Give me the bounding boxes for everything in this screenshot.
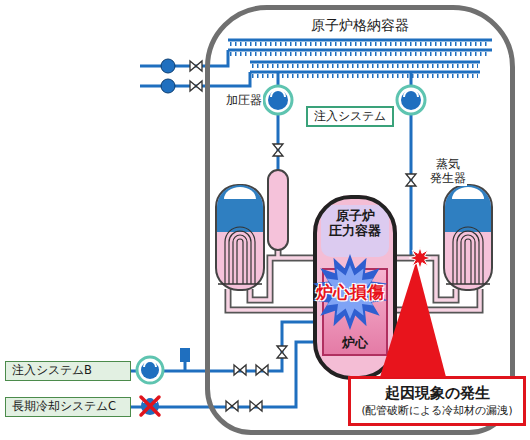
steam-generator xyxy=(445,185,491,232)
failure-cross xyxy=(141,397,159,415)
steam-generator-tubes xyxy=(457,231,479,284)
failure-cross xyxy=(141,397,159,415)
reactor-vessel-body xyxy=(313,195,397,380)
valve-symbol xyxy=(190,61,416,411)
core-damage-burst xyxy=(313,254,387,330)
top-pump xyxy=(268,90,288,110)
injection-pump xyxy=(141,397,159,415)
long-term-cooling-box: 長期冷却システムC xyxy=(5,397,131,417)
valve-symbol xyxy=(190,81,202,91)
node-title: 注入システムB xyxy=(12,363,92,377)
steam-generator xyxy=(224,187,256,199)
component-label: 蒸気 発生器 xyxy=(429,158,467,186)
coolant-injection-pipe xyxy=(131,342,313,407)
node-title: 原子炉格納容器 xyxy=(311,17,409,33)
injection-pump xyxy=(137,357,163,383)
node-title: 起因現象の発生 xyxy=(385,383,490,403)
steam-generator xyxy=(452,187,484,199)
valve-symbol xyxy=(234,365,246,375)
valve-symbol xyxy=(277,346,287,358)
top-pump xyxy=(404,90,418,97)
reactor-core: 炉心 xyxy=(322,268,388,356)
injection-valve-box xyxy=(180,348,190,362)
containment-vessel: 原子炉格納容器注入システム原子炉 圧力容器炉心 xyxy=(205,5,515,435)
steam-generator-tubes xyxy=(461,235,475,284)
spray-header xyxy=(140,50,250,86)
valve-symbol xyxy=(273,144,283,156)
component-label: 加圧器 xyxy=(225,92,263,109)
valve-symbol xyxy=(226,401,238,411)
injection-branch-pipe xyxy=(184,362,187,370)
injection-system-box: 注入システム xyxy=(306,106,394,127)
steam-generator xyxy=(217,185,263,232)
top-pump xyxy=(397,86,425,114)
node-title: 炉心 xyxy=(342,335,368,351)
steam-generator-tubes xyxy=(229,231,251,284)
reactor-vessel-body xyxy=(321,205,389,257)
outside-pump xyxy=(161,59,175,73)
node-title: 注入システム xyxy=(314,109,386,123)
injection-pump xyxy=(144,361,156,367)
reactor-vessel-body xyxy=(313,195,397,380)
steam-generator xyxy=(444,185,492,290)
steam-generator-tubes xyxy=(453,227,483,284)
top-pump xyxy=(401,90,421,110)
top-pump xyxy=(264,86,292,114)
steam-generator-tubes xyxy=(465,239,471,284)
steam-generator-tubes xyxy=(237,239,243,284)
damage-label: 炉心損傷 xyxy=(316,281,384,304)
steam-generator xyxy=(216,185,264,290)
leak-pointer xyxy=(380,262,446,377)
injection-pump xyxy=(141,361,159,379)
steam-generator-tubes xyxy=(233,235,247,284)
spray-nozzles xyxy=(230,44,490,76)
outside-pump xyxy=(161,79,175,93)
top-pump xyxy=(271,90,285,97)
valve-symbol xyxy=(256,365,268,375)
spray-nozzles xyxy=(230,44,490,76)
vessel-outline xyxy=(315,197,395,378)
injection-system-b-box: 注入システムB xyxy=(5,361,131,381)
node-title: 長期冷却システムC xyxy=(12,399,116,413)
initiating-event-callout: 起因現象の発生(配管破断による冷却材の漏洩) xyxy=(348,376,526,426)
pressurizer xyxy=(268,170,288,250)
valve-symbol xyxy=(406,174,416,186)
valve-symbol xyxy=(190,61,202,71)
pipe-break-mark xyxy=(409,247,431,269)
injection-pump xyxy=(137,357,163,415)
steam-generator-tubes xyxy=(225,227,255,284)
node-note: (配管破断による冷却材の漏洩) xyxy=(361,403,512,417)
injection-pump xyxy=(144,397,156,403)
coolant-injection-pipe xyxy=(131,322,313,371)
node-title: 原子炉 圧力容器 xyxy=(324,209,386,239)
valve-symbol xyxy=(250,401,262,411)
outside-pump xyxy=(161,59,175,93)
